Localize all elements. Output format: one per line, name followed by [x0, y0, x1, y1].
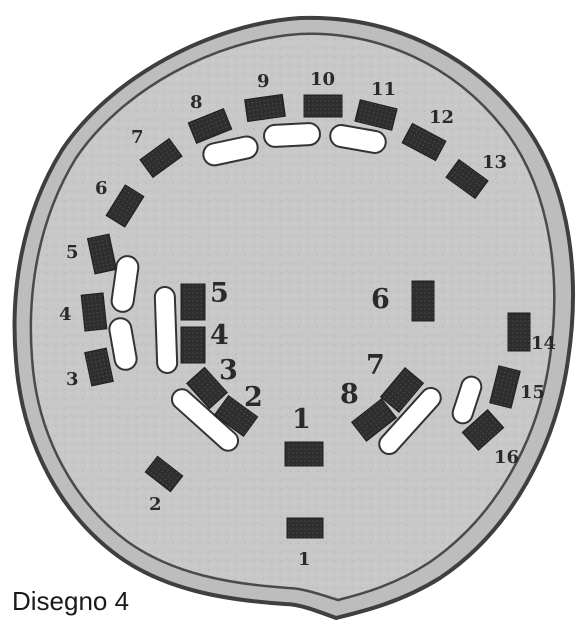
- outer-stone-14: [508, 313, 530, 351]
- inner-label-2: 2: [244, 382, 263, 413]
- outer-label-6: 6: [95, 178, 108, 199]
- inner-stone-1: [285, 442, 323, 466]
- outer-label-14: 14: [531, 333, 556, 354]
- outer-label-16: 16: [494, 447, 519, 468]
- outer-label-9: 9: [257, 71, 270, 92]
- outer-label-7: 7: [131, 127, 144, 148]
- outer-stone-10: [304, 95, 342, 117]
- inner-stone-4: [181, 327, 205, 363]
- outer-label-5: 5: [66, 242, 79, 263]
- inner-label-8: 8: [340, 379, 359, 410]
- outer-label-12: 12: [429, 107, 454, 128]
- bench: [263, 123, 320, 148]
- outer-label-15: 15: [520, 382, 545, 403]
- inner-label-4: 4: [210, 320, 229, 351]
- outer-label-3: 3: [66, 369, 79, 390]
- outer-label-2: 2: [149, 494, 162, 515]
- inner-stone-6: [412, 281, 434, 321]
- outer-stone-4: [81, 293, 107, 331]
- outer-label-4: 4: [59, 304, 72, 325]
- inner-label-3: 3: [219, 355, 238, 386]
- outer-label-10: 10: [310, 69, 335, 90]
- outer-stone-9: [245, 94, 286, 121]
- outer-label-8: 8: [190, 92, 203, 113]
- outer-stone-1: [287, 518, 323, 538]
- inner-label-7: 7: [366, 350, 385, 381]
- outer-label-11: 11: [371, 79, 396, 100]
- outer-label-1: 1: [298, 549, 311, 570]
- inner-label-6: 6: [371, 284, 390, 315]
- inner-stone-5: [181, 284, 205, 320]
- caption: Disegno 4: [12, 586, 129, 617]
- bench: [155, 287, 178, 374]
- outer-label-13: 13: [482, 152, 507, 173]
- inner-label-1: 1: [292, 404, 311, 435]
- inner-floor: [31, 34, 554, 600]
- inner-label-5: 5: [210, 278, 229, 309]
